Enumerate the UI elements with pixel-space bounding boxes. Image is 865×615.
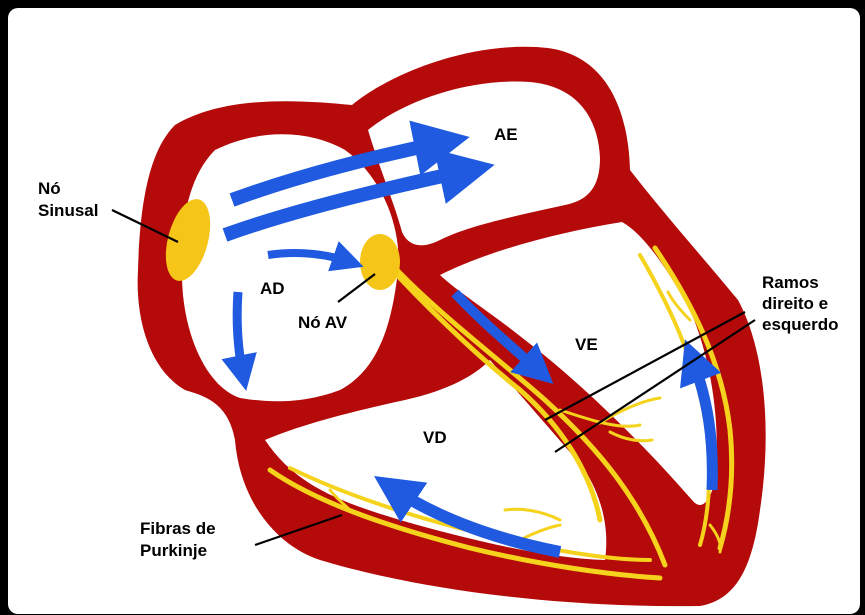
- label-ramos-line2: direito e: [762, 294, 828, 313]
- label-fibras-line1: Fibras de: [140, 519, 216, 538]
- label-right-atrium: AD: [260, 279, 285, 298]
- label-left-ventricle: VE: [575, 335, 598, 354]
- label-left-atrium: AE: [494, 125, 518, 144]
- label-ramos-line1: Ramos: [762, 273, 819, 292]
- label-no-sinusal-line2: Sinusal: [38, 201, 98, 220]
- label-no-av: Nó AV: [298, 313, 348, 332]
- label-right-ventricle: VD: [423, 428, 447, 447]
- label-fibras-line2: Purkinje: [140, 541, 207, 560]
- label-ramos-line3: esquerdo: [762, 315, 839, 334]
- label-no-sinusal-line1: Nó: [38, 179, 61, 198]
